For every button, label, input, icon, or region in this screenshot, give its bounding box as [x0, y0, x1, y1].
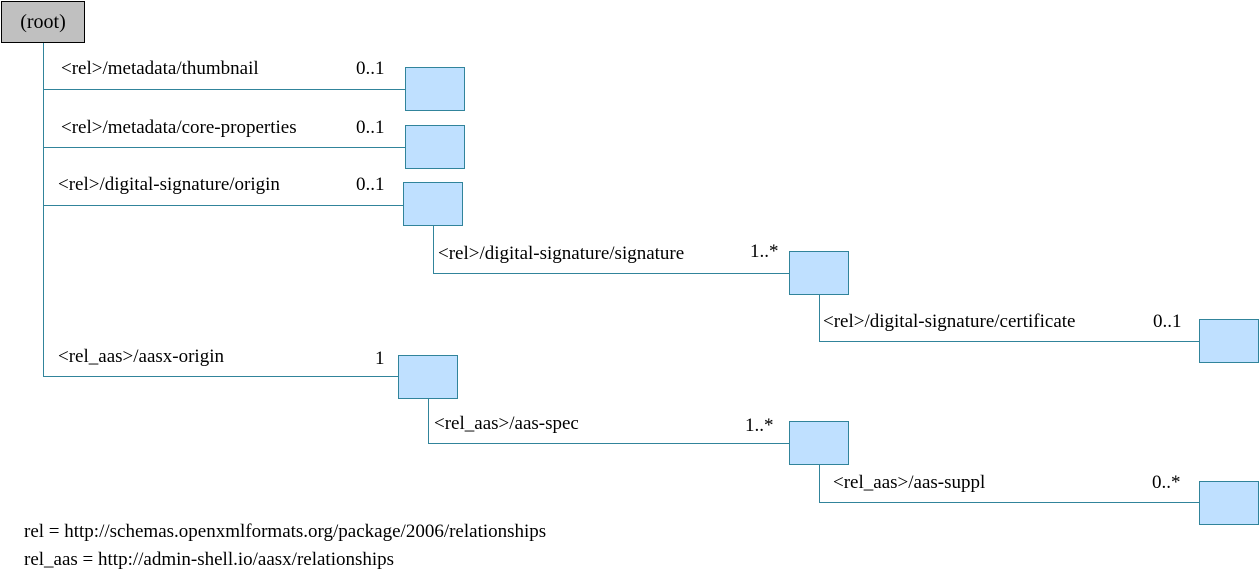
- aasx-origin-trunk-line: [428, 398, 429, 444]
- signature-node: [789, 251, 849, 295]
- cardinality-signature: 1..*: [750, 241, 779, 262]
- cardinality-certificate: 0..1: [1153, 311, 1182, 332]
- connector-thumbnail: [43, 89, 406, 90]
- root-label: (root): [20, 10, 66, 33]
- aas-spec-trunk-line: [819, 465, 820, 503]
- connector-aas-suppl: [819, 502, 1200, 503]
- connector-aas-spec: [428, 443, 790, 444]
- relation-label-origin: <rel>/digital-signature/origin: [58, 174, 280, 195]
- cardinality-aas-spec: 1..*: [745, 415, 774, 436]
- connector-signature: [433, 273, 790, 274]
- relation-label-core-properties: <rel>/metadata/core-properties: [61, 117, 297, 138]
- origin-node: [403, 182, 463, 226]
- aas-suppl-node: [1199, 481, 1259, 525]
- cardinality-aasx-origin: 1: [375, 348, 385, 369]
- certificate-node: [1199, 319, 1259, 363]
- relation-label-aas-spec: <rel_aas>/aas-spec: [434, 413, 579, 434]
- root-node: (root): [1, 1, 85, 43]
- aasx-origin-node: [398, 355, 458, 399]
- core-properties-node: [405, 125, 465, 169]
- aas-spec-node: [789, 421, 849, 465]
- signature-trunk-line: [819, 295, 820, 342]
- relation-label-aasx-origin: <rel_aas>/aasx-origin: [58, 346, 224, 367]
- relation-label-thumbnail: <rel>/metadata/thumbnail: [61, 58, 259, 79]
- thumbnail-node: [405, 67, 465, 111]
- cardinality-thumbnail: 0..1: [356, 58, 385, 79]
- relation-label-certificate: <rel>/digital-signature/certificate: [823, 311, 1076, 332]
- cardinality-aas-suppl: 0..*: [1152, 472, 1181, 493]
- origin-trunk-line: [433, 226, 434, 274]
- cardinality-origin: 0..1: [356, 174, 385, 195]
- connector-core-properties: [43, 147, 406, 148]
- connector-certificate: [819, 341, 1200, 342]
- connector-aasx-origin: [43, 376, 399, 377]
- root-trunk-line: [43, 43, 44, 377]
- relation-label-aas-suppl: <rel_aas>/aas-suppl: [833, 472, 986, 493]
- connector-origin: [43, 205, 404, 206]
- cardinality-core-properties: 0..1: [356, 117, 385, 138]
- legend-rel: rel = http://schemas.openxmlformats.org/…: [24, 521, 547, 542]
- relation-label-signature: <rel>/digital-signature/signature: [438, 243, 685, 264]
- legend-rel-aas: rel_aas = http://admin-shell.io/aasx/rel…: [24, 549, 395, 570]
